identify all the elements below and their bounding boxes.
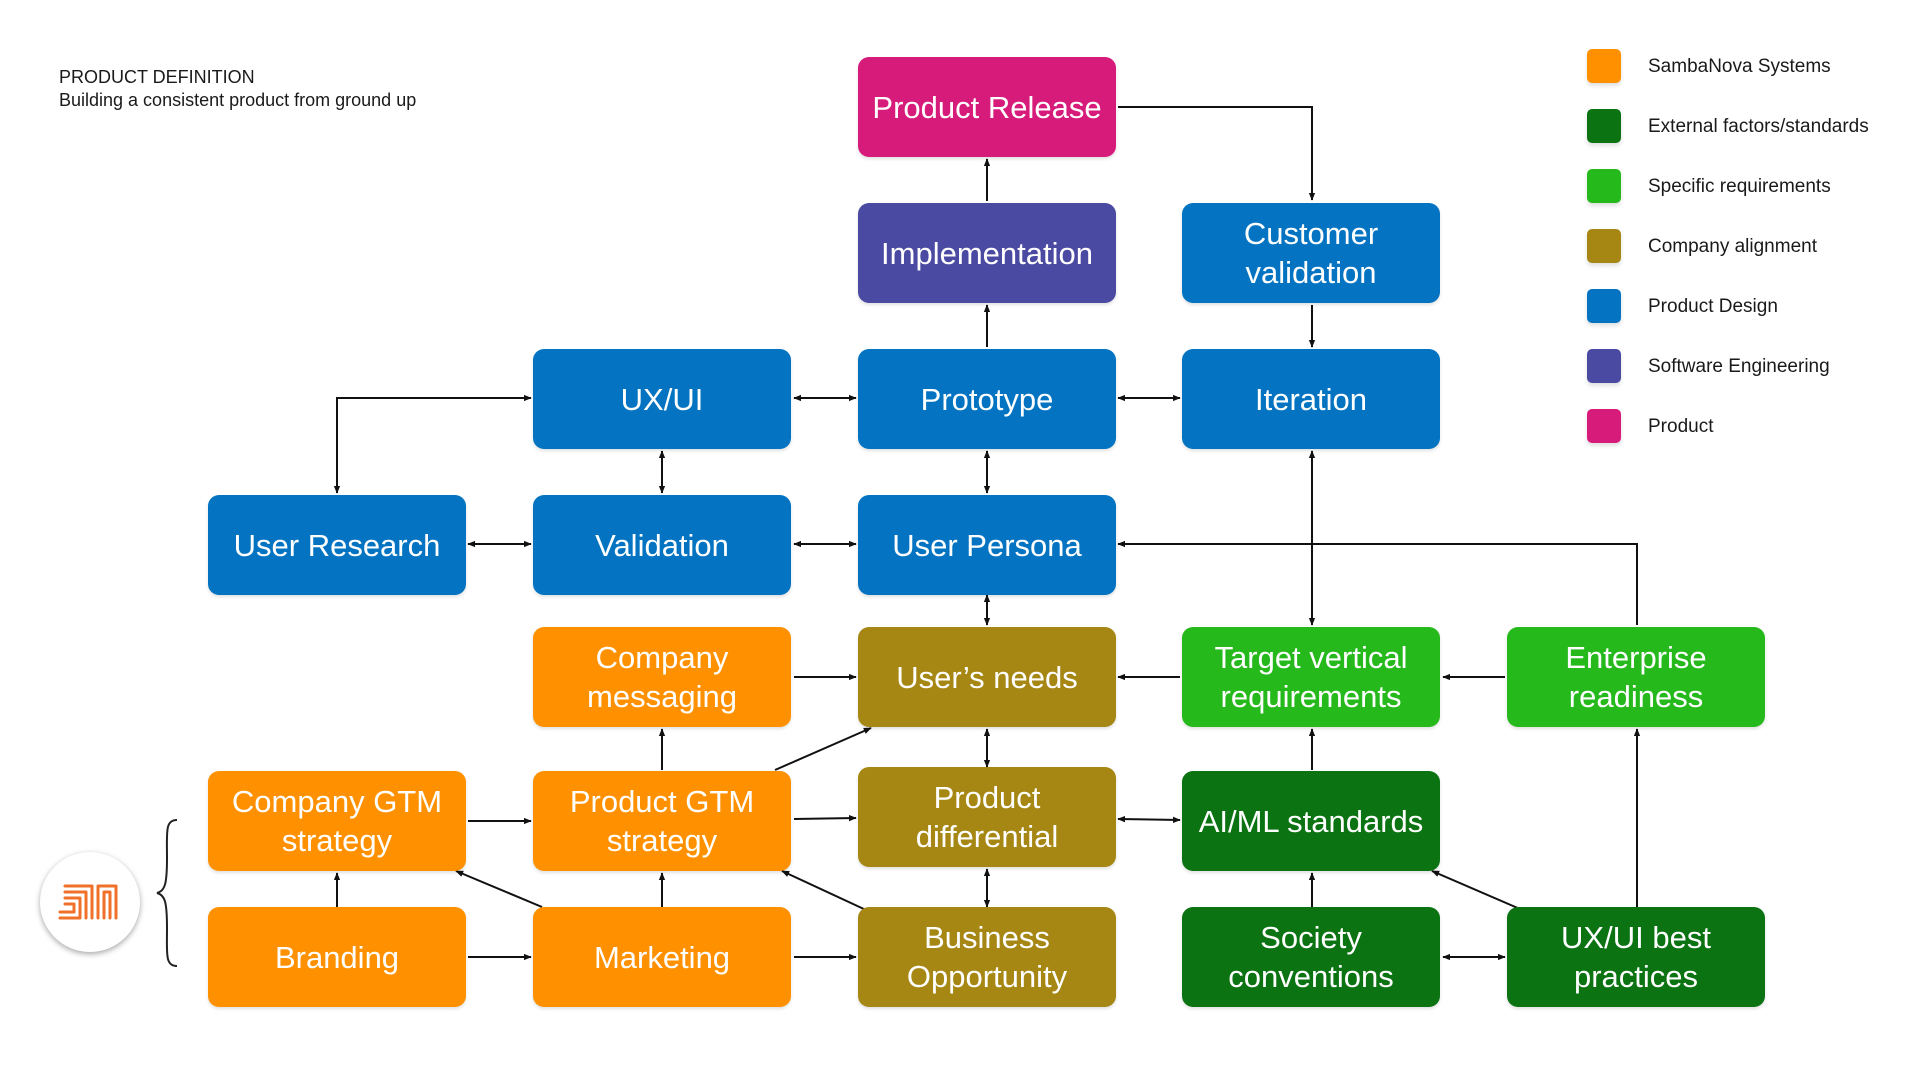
node-iteration: Iteration	[1182, 349, 1440, 449]
edge-productgtm-to-differential	[793, 814, 857, 822]
node-implementation: Implementation	[858, 203, 1116, 303]
page-title: PRODUCT DEFINITION	[59, 67, 255, 87]
node-target-vertical-requirements: Target vertical requirements	[1182, 627, 1440, 727]
legend-swatch-product	[1587, 409, 1621, 443]
node-company-messaging: Company messaging	[533, 627, 791, 727]
node-aiml-standards: AI/ML standards	[1182, 771, 1440, 871]
legend-label-product-design: Product Design	[1648, 296, 1778, 317]
node-user-persona: User Persona	[858, 495, 1116, 595]
legend-swatch-software-engineering	[1587, 349, 1621, 383]
curly-brace	[156, 819, 178, 967]
edge-enterprise-to-persona	[1117, 540, 1638, 625]
node-validation: Validation	[533, 495, 791, 595]
legend-label-specific: Specific requirements	[1648, 176, 1831, 197]
node-business-opportunity: Business Opportunity	[858, 907, 1116, 1007]
node-product-differential: Product differential	[858, 767, 1116, 867]
legend-label-sambanova: SambaNova Systems	[1648, 56, 1831, 77]
legend-swatch-product-design	[1587, 289, 1621, 323]
legend-label-external: External factors/standards	[1648, 116, 1869, 137]
node-company-gtm-strategy: Company GTM strategy	[208, 771, 466, 871]
node-product-release: Product Release	[858, 57, 1116, 157]
node-ux-ui: UX/UI	[533, 349, 791, 449]
diagram-header: PRODUCT DEFINITION Building a consistent…	[59, 66, 416, 112]
edge-productgtm-to-needs	[774, 727, 872, 771]
legend-swatch-company-alignment	[1587, 229, 1621, 263]
legend-swatch-specific	[1587, 169, 1621, 203]
edge-bestpractices-to-aiml	[1431, 870, 1521, 910]
node-uxui-best-practices: UX/UI best practices	[1507, 907, 1765, 1007]
edge-business-to-productgtm	[781, 870, 867, 911]
node-product-gtm-strategy: Product GTM strategy	[533, 771, 791, 871]
node-enterprise-readiness: Enterprise readiness	[1507, 627, 1765, 727]
legend-label-product: Product	[1648, 416, 1714, 437]
edge-research-uxui	[333, 394, 532, 494]
legend-swatch-external	[1587, 109, 1621, 143]
node-customer-validation: Customer validation	[1182, 203, 1440, 303]
node-marketing: Marketing	[533, 907, 791, 1007]
edge-marketing-to-companygtm	[455, 870, 543, 908]
node-society-conventions: Society conventions	[1182, 907, 1440, 1007]
node-user-research: User Research	[208, 495, 466, 595]
node-branding: Branding	[208, 907, 466, 1007]
sambanova-logo-icon	[40, 852, 140, 952]
legend-label-company-alignment: Company alignment	[1648, 236, 1817, 257]
edge-release-to-customer-validation	[1118, 106, 1316, 201]
node-users-needs: User’s needs	[858, 627, 1116, 727]
page-subtitle: Building a consistent product from groun…	[59, 90, 417, 110]
legend-swatch-sambanova	[1587, 49, 1621, 83]
edge-differential-aiml	[1117, 815, 1181, 824]
legend-label-software-engineering: Software Engineering	[1648, 356, 1830, 377]
node-prototype: Prototype	[858, 349, 1116, 449]
